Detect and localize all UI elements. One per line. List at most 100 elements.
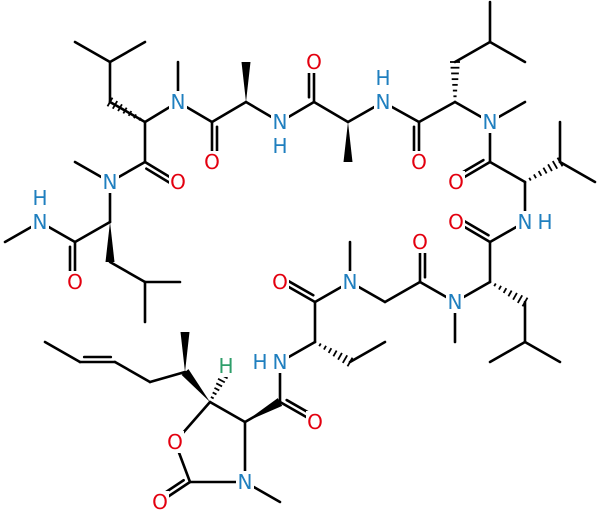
bond — [108, 100, 147, 124]
atom-label-background — [169, 171, 187, 193]
bond — [145, 167, 173, 186]
atom-label-background — [236, 471, 254, 493]
bond — [417, 100, 457, 124]
hash-bond-stroke — [528, 177, 532, 181]
atom-label-background — [217, 355, 235, 377]
wedge-bond — [181, 369, 210, 402]
bond — [312, 100, 350, 124]
hash-bond-stroke — [138, 117, 142, 121]
hash-bond-stroke — [117, 103, 123, 112]
atom-label: N — [448, 290, 463, 314]
hash-bond-stroke — [542, 167, 548, 174]
atom-label-background — [516, 211, 534, 233]
atom-label-background — [66, 271, 84, 293]
atom-label: N — [518, 210, 533, 234]
atom-label-background — [101, 171, 119, 193]
atom-label: O — [67, 270, 83, 294]
hash-bond-stroke — [212, 391, 217, 396]
atom-label: H — [537, 210, 552, 234]
atom-label: N — [171, 90, 186, 114]
atom-label: H — [375, 66, 390, 90]
bond — [108, 40, 147, 64]
atom-label: O — [170, 170, 186, 194]
hash-bond-stroke — [502, 287, 508, 294]
atom-label-background — [447, 211, 465, 233]
hash-bond-stroke — [537, 170, 543, 177]
bond — [285, 278, 315, 297]
bond — [523, 340, 562, 364]
atom-label-background — [374, 67, 392, 89]
bond — [108, 260, 147, 284]
atom-label-background — [271, 351, 289, 373]
atom-label: H — [252, 350, 267, 374]
atom-label: N — [376, 90, 391, 114]
atom-label: N — [343, 270, 358, 294]
bond — [148, 370, 187, 384]
wedge-bond — [180, 332, 190, 372]
bond — [383, 280, 422, 304]
bond — [73, 220, 112, 244]
hash-bond-stroke — [122, 107, 128, 114]
hash-bond-stroke — [214, 387, 220, 392]
atom-label-background — [251, 351, 269, 373]
atom-label-background — [31, 187, 49, 209]
bond — [113, 360, 152, 384]
atom-label-background — [306, 411, 324, 433]
wedge-bond — [105, 222, 115, 262]
atom-label: N — [238, 470, 253, 494]
hash-bond-stroke — [498, 285, 502, 291]
atom-label-background — [271, 271, 289, 293]
atom-label-background — [151, 491, 169, 513]
atom-label: N — [273, 350, 288, 374]
bond — [348, 340, 387, 364]
atom-label-background — [411, 231, 429, 253]
atom-label: O — [152, 490, 168, 514]
bond — [488, 40, 527, 64]
bond — [453, 40, 492, 64]
atom-label: O — [272, 270, 288, 294]
hash-bond-stroke — [217, 377, 226, 384]
atom-label-background — [447, 171, 465, 193]
hash-bond-stroke — [106, 97, 114, 107]
atom-label-background — [446, 291, 464, 313]
hash-bond-stroke — [327, 347, 333, 354]
atom-label: N — [273, 110, 288, 134]
atom-label: H — [32, 186, 47, 210]
hash-bond-stroke — [318, 343, 322, 347]
atom-label-background — [536, 211, 554, 233]
bond — [488, 160, 527, 184]
hash-bond-stroke — [556, 157, 564, 167]
atom-label: O — [307, 410, 323, 434]
atom-label-background — [166, 431, 184, 453]
atom-label-background — [31, 211, 49, 233]
bond — [461, 218, 490, 237]
atom-label-background — [271, 111, 289, 133]
hash-bond-stroke — [342, 354, 348, 364]
bond — [558, 160, 597, 184]
hash-bond-stroke — [337, 352, 343, 361]
hash-bond-stroke — [517, 294, 523, 304]
hash-bond-stroke — [346, 357, 354, 367]
bond — [208, 400, 247, 424]
hash-bond-stroke — [533, 173, 537, 179]
wedge-bond — [245, 398, 283, 422]
atom-label: O — [167, 430, 183, 454]
atom-label: N — [33, 210, 48, 234]
hash-bond-stroke — [512, 292, 518, 301]
hash-bond-stroke — [552, 160, 558, 170]
atom-label: O — [448, 170, 464, 194]
atom-label: H — [218, 354, 233, 378]
hash-bond-stroke — [323, 345, 327, 351]
atom-label: O — [412, 230, 428, 254]
hash-bond-stroke — [493, 283, 497, 287]
hash-bond-stroke — [133, 113, 137, 119]
hash-bond-stroke — [112, 100, 118, 110]
hash-bond-stroke — [332, 350, 338, 357]
hash-bond-stroke — [507, 290, 513, 297]
atom-label-background — [203, 151, 221, 173]
atom-label: H — [272, 134, 287, 158]
wedge-bond — [343, 122, 353, 162]
atom-labels: OOOOOOOOOOOOONNNNNNNNNNNNHHHHHHH — [31, 50, 554, 514]
hash-bond-stroke — [127, 110, 133, 117]
atom-label: O — [306, 50, 322, 74]
